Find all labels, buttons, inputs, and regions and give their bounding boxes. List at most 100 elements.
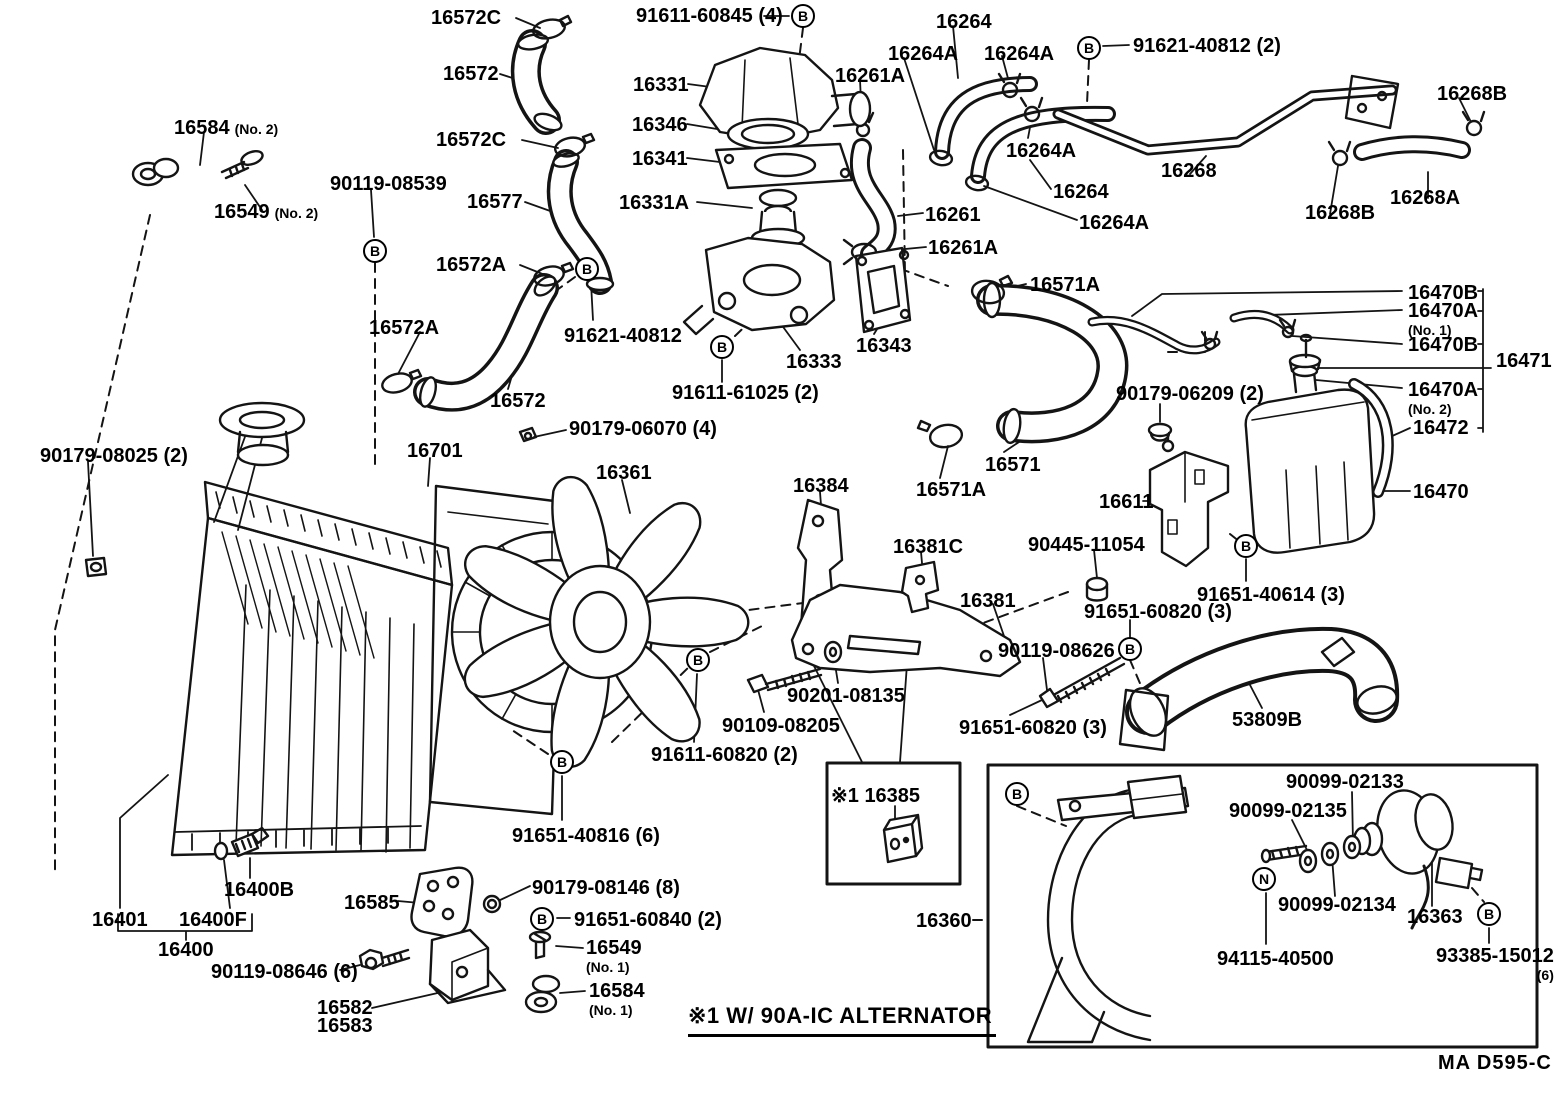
part-label-16381c-51: 16381C <box>893 536 964 558</box>
part-label-90099-02133-76: 90099-02133 <box>1286 771 1404 793</box>
part-label-16401-63: 16401 <box>92 909 148 931</box>
part-label-16261a-15: 16261A <box>835 65 906 87</box>
part-label-16701-47: 16701 <box>407 440 463 462</box>
part-label-16268a-27: 16268A <box>1390 187 1461 209</box>
part-label-16363-79: 16363 <box>1407 906 1463 928</box>
fastener-marker-b-8: B <box>1234 534 1258 558</box>
part-label-16346-12: 16346 <box>632 114 688 136</box>
part-label-16470b-38: 16470B <box>1408 334 1479 356</box>
part-label-16264a-20: 16264A <box>984 43 1055 65</box>
part-label-90119-08539-9: 90119-08539 <box>330 173 447 195</box>
part-label-16268b-28: 16268B <box>1305 202 1376 224</box>
part-label-16572c-2: 16572C <box>436 129 507 151</box>
part-label-91651-60820-3-59: 91651-60820 (3) <box>959 717 1107 739</box>
part-label-53809b-60: 53809B <box>1232 709 1303 731</box>
fastener-marker-n-11: N <box>1252 867 1276 891</box>
part-label-94115-40500-80: 94115-40500 <box>1217 948 1334 970</box>
water-outlet-thermostat <box>682 46 912 336</box>
part-label-16384-50: 16384 <box>793 475 849 497</box>
part-label-91611-60845-4-10: 91611-60845 (4) <box>636 5 783 27</box>
part-label-90201-08135-56: 90201-08135 <box>787 685 905 707</box>
reserve-tank-16470 <box>1147 333 1376 568</box>
part-label-16572-6: 16572 <box>490 390 546 412</box>
part-label-90119-08626-55: 90119-08626 <box>998 640 1115 662</box>
part-label-16400-65: 16400 <box>158 939 214 961</box>
part-label-16264-18: 16264 <box>936 11 992 33</box>
part-label-16584-73: 16584(No. 1) <box>589 980 645 1018</box>
fan-16361 <box>463 475 750 769</box>
part-label-91611-61025-2-32: 91611-61025 (2) <box>672 382 819 404</box>
part-label-16341-13: 16341 <box>632 148 688 170</box>
part-label-16261a-17: 16261A <box>928 237 999 259</box>
part-label-91621-40812-2-21: 91621-40812 (2) <box>1133 35 1281 57</box>
fastener-marker-b-3: B <box>710 335 734 359</box>
part-label-16577-3: 16577 <box>467 191 523 213</box>
part-label-91651-40614-3-45: 91651-40614 (3) <box>1197 584 1345 606</box>
part-label-91611-60820-2-58: 91611-60820 (2) <box>651 744 798 766</box>
part-label-90179-06209-2-43: 90179-06209 (2) <box>1116 383 1264 405</box>
part-label-90445-11054-52: 90445-11054 <box>1028 534 1145 556</box>
part-label-1-16385-74: ※1 16385 <box>831 785 921 807</box>
part-label-16470b-36: 16470B <box>1408 282 1479 304</box>
part-label-16470a-40: 16470A(No. 2) <box>1408 379 1479 417</box>
part-label-16585-67: 16585 <box>344 892 400 914</box>
part-label-90179-08146-8-70: 90179-08146 (8) <box>532 877 680 899</box>
fastener-marker-b-5: B <box>550 750 574 774</box>
fastener-marker-b-4: B <box>575 257 599 281</box>
part-label-16611-44: 16611 <box>1099 491 1154 513</box>
part-label-16583-69: 16583 <box>317 1015 373 1037</box>
part-label-16268b-26: 16268B <box>1437 83 1508 105</box>
part-label-16584-7: 16584(No. 2) <box>174 117 279 139</box>
part-label-90099-02134-78: 90099-02134 <box>1278 894 1396 916</box>
part-label-90119-08646-6-66: 90119-08646 (6) <box>211 961 358 983</box>
part-label-16470-42: 16470 <box>1413 481 1469 503</box>
fastener-marker-b-12: B <box>1477 902 1501 926</box>
part-label-16549-8: 16549(No. 2) <box>214 201 319 223</box>
part-label-91621-40812-29: 91621-40812 <box>564 325 682 347</box>
part-label-16470a-37: 16470A(No. 1) <box>1408 300 1479 338</box>
leader-lines <box>87 15 1492 1009</box>
part-label-91651-60840-2-71: 91651-60840 (2) <box>574 909 722 931</box>
part-label-16572a-4: 16572A <box>436 254 507 276</box>
part-label-16571-34: 16571 <box>985 454 1041 476</box>
part-label-16400b-62: 16400B <box>224 879 295 901</box>
part-label-16471-39: 16471 <box>1496 350 1552 372</box>
part-label-93385-15012-81: 93385-15012(6) <box>1436 945 1554 983</box>
part-label-16549-72: 16549(No. 1) <box>586 937 642 975</box>
fastener-marker-b-6: B <box>686 648 710 672</box>
part-label-16571a-33: 16571A <box>1030 274 1101 296</box>
part-label-90109-08205-57: 90109-08205 <box>722 715 840 737</box>
part-label-16264a-22: 16264A <box>1006 140 1077 162</box>
part-label-16582-68: 16582 <box>317 997 373 1019</box>
radiator-cap <box>218 401 306 439</box>
part-label-16343-31: 16343 <box>856 335 912 357</box>
fastener-marker-b-10: B <box>1005 782 1029 806</box>
footnote: ※1 W/ 90A-IC ALTERNATOR <box>688 1003 997 1037</box>
part-label-16333-30: 16333 <box>786 351 842 373</box>
fastener-marker-b-2: B <box>1077 36 1101 60</box>
fastener-marker-b-7: B <box>1118 637 1142 661</box>
inset-box-16385 <box>825 761 962 886</box>
part-label-16261-16: 16261 <box>925 204 981 226</box>
part-label-16400f-64: 16400F <box>179 909 247 931</box>
part-label-90179-06070-4-48: 90179-06070 (4) <box>569 418 717 440</box>
part-label-16572-1: 16572 <box>443 63 499 85</box>
part-label-16572a-5: 16572A <box>369 317 440 339</box>
part-label-91651-60820-3-54: 91651-60820 (3) <box>1084 601 1232 623</box>
part-label-16264-23: 16264 <box>1053 181 1109 203</box>
part-label-91651-40816-6-61: 91651-40816 (6) <box>512 825 660 847</box>
part-label-16264a-24: 16264A <box>1079 212 1150 234</box>
brackets-group <box>746 498 1126 709</box>
part-label-16331a-14: 16331A <box>619 192 690 214</box>
footnote-text: ※1 W/ 90A-IC ALTERNATOR <box>688 1003 993 1028</box>
detail-box-16360 <box>986 763 1539 1049</box>
drawing-code: MA D595-C <box>1438 1052 1552 1074</box>
part-label-16268-25: 16268 <box>1161 160 1217 182</box>
part-label-90179-08025-2-46: 90179-08025 (2) <box>40 445 188 467</box>
hose-clamps <box>84 14 1486 578</box>
part-label-16264a-19: 16264A <box>888 43 959 65</box>
part-label-16571a-35: 16571A <box>916 479 987 501</box>
